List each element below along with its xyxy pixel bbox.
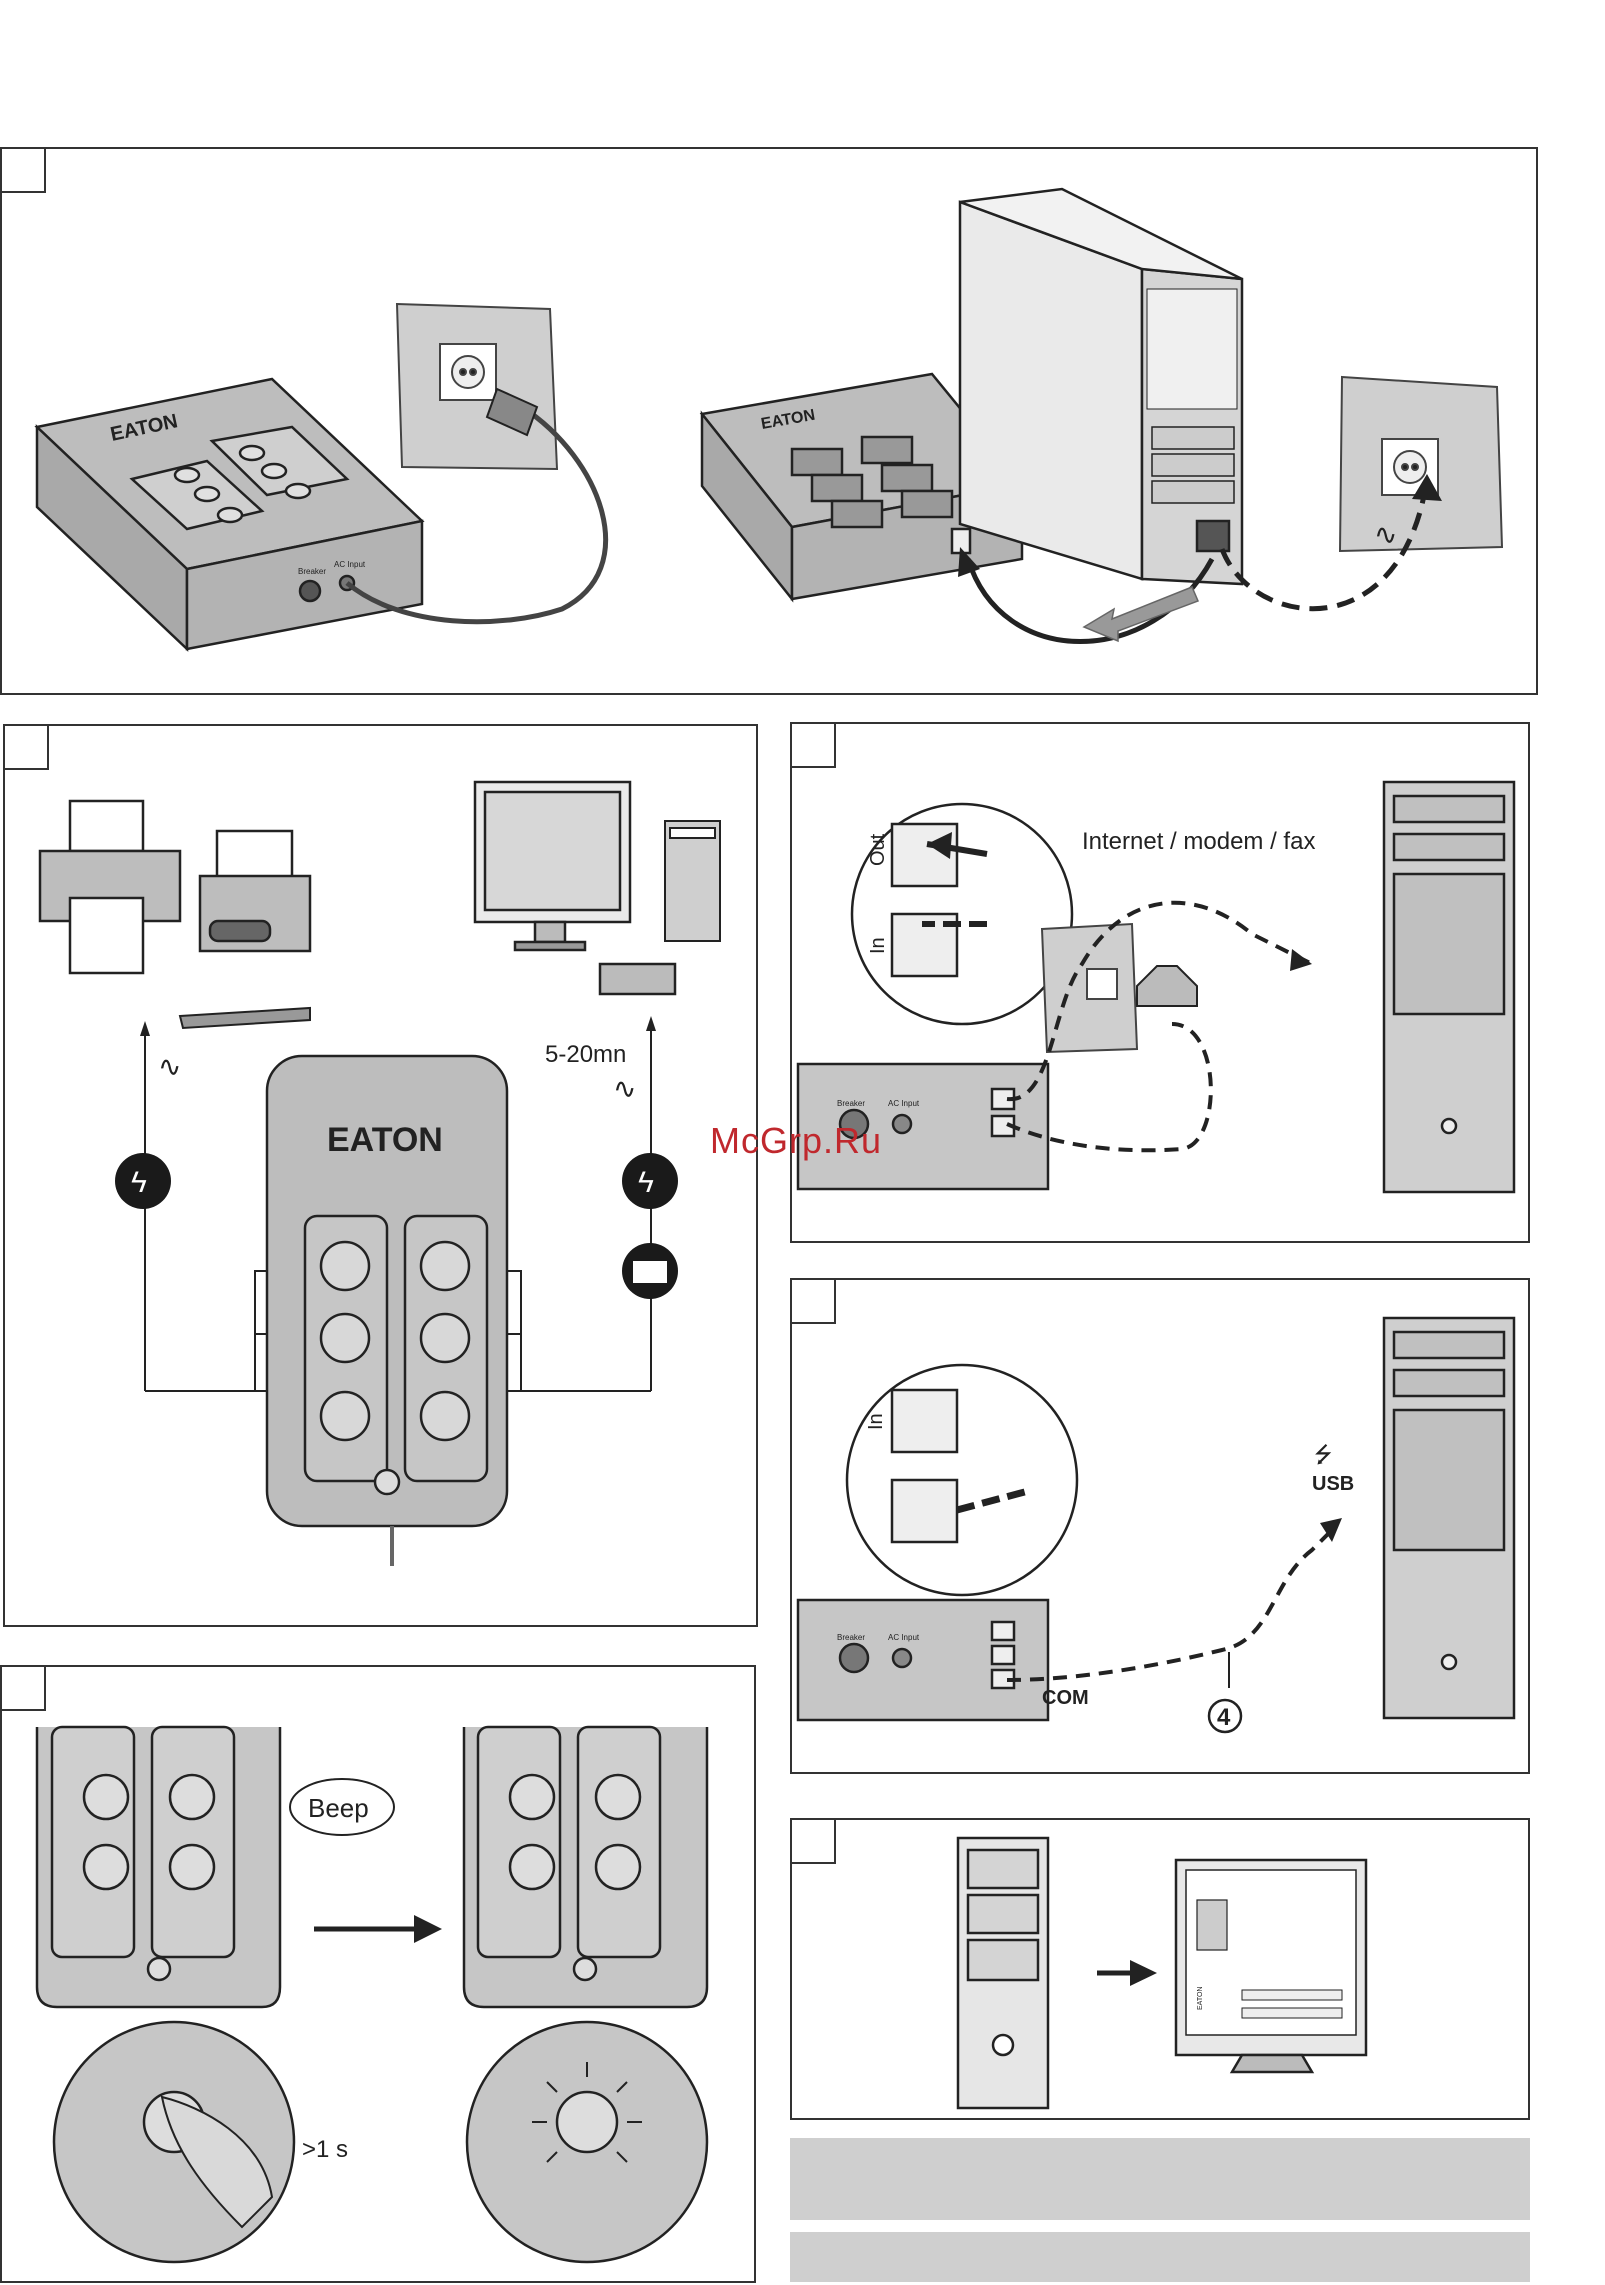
ups-front-after bbox=[464, 1727, 707, 2007]
ups-front-before bbox=[37, 1727, 280, 2007]
usb-label: USB bbox=[1312, 1473, 1354, 1495]
illustration-connect-equipment: ∿ 5-20mn ∿ ϟ ϟ EATON bbox=[5, 726, 760, 1629]
illustration-software: EATON bbox=[792, 1820, 1532, 2122]
monitor-with-software bbox=[1176, 1860, 1366, 2072]
gray-bar-top bbox=[790, 2138, 1530, 2220]
backup-time-label: 5-20mn bbox=[545, 1041, 626, 1068]
panel-connect-mains: EATON Breaker AC Input EATON bbox=[0, 147, 1538, 695]
panel-software: EATON bbox=[790, 1818, 1530, 2120]
surge-wave-label: ∿ bbox=[158, 1051, 181, 1082]
direction-arrow bbox=[1084, 587, 1198, 641]
ups-back-breaker-label: Breaker bbox=[837, 1099, 865, 1108]
printer bbox=[40, 801, 180, 973]
scanner bbox=[180, 1008, 310, 1028]
gray-bar-bottom bbox=[790, 2232, 1530, 2282]
panel-connect-network: Internet / modem / fax Out In Breaker AC… bbox=[790, 722, 1530, 1243]
beep-label: Beep bbox=[308, 1793, 369, 1823]
ups-unit-left bbox=[37, 379, 422, 649]
svg-text:ϟ: ϟ bbox=[638, 1166, 654, 1199]
arrow-to-monitor bbox=[1130, 1960, 1157, 1986]
press-time-label: >1 s bbox=[302, 2136, 348, 2163]
illustration-power-on: Beep >1 s bbox=[2, 1667, 758, 2285]
svg-text:ϟ: ϟ bbox=[131, 1166, 147, 1199]
pc-tower-small bbox=[665, 821, 720, 941]
ups-left-breaker-label: Breaker bbox=[298, 567, 326, 576]
watermark: McGrp.Ru bbox=[710, 1120, 882, 1162]
pc-tower bbox=[1384, 782, 1514, 1192]
ups-front-logo: EATON bbox=[327, 1121, 443, 1159]
pc-tower bbox=[958, 1838, 1048, 2108]
screen-brand: EATON bbox=[1197, 1987, 1204, 2010]
network-label: Internet / modem / fax bbox=[1082, 828, 1315, 855]
panel-power-on: Beep >1 s bbox=[0, 1665, 756, 2283]
backup-wave-label: ∿ bbox=[613, 1073, 636, 1104]
arrow-next bbox=[414, 1915, 442, 1943]
wall-phone-outlet bbox=[1042, 924, 1137, 1052]
callout-number: 4 bbox=[1217, 1704, 1231, 1731]
com-label: COM bbox=[1042, 1687, 1089, 1709]
illustration-connect-network: Internet / modem / fax Out In Breaker AC… bbox=[792, 724, 1532, 1245]
port-in-label: In bbox=[865, 1413, 887, 1430]
pc-tower bbox=[1384, 1318, 1514, 1718]
magnifier-circle bbox=[847, 1365, 1077, 1595]
arrowhead-tower bbox=[1290, 949, 1312, 971]
fax-machine bbox=[200, 831, 310, 951]
port-out-label: Out bbox=[867, 833, 889, 866]
ups-left-acinput-label: AC Input bbox=[334, 560, 366, 569]
panel-connect-usb: ⭍ USB In Breaker AC Input COM 4 bbox=[790, 1278, 1530, 1774]
usb-cable-dashed bbox=[1007, 1525, 1337, 1680]
monitor bbox=[475, 782, 630, 950]
ac-wave-right: ∿ bbox=[1374, 519, 1397, 550]
wall-outlet-right bbox=[1340, 377, 1502, 551]
ups-back bbox=[798, 1600, 1048, 1720]
panel-connect-equipment: ∿ 5-20mn ∿ ϟ ϟ EATON bbox=[3, 724, 758, 1627]
port-in-label: In bbox=[867, 937, 889, 954]
telephone-icon bbox=[1137, 966, 1197, 1006]
computer-tower bbox=[960, 189, 1242, 584]
ext-drive bbox=[600, 964, 675, 994]
ups-back-breaker-label: Breaker bbox=[837, 1633, 865, 1642]
ups-back-acinput-label: AC Input bbox=[888, 1099, 920, 1108]
usb-symbol: ⭍ bbox=[1314, 1442, 1332, 1467]
illustration-connect-usb: ⭍ USB In Breaker AC Input COM 4 bbox=[792, 1280, 1532, 1776]
illustration-connect-mains: EATON Breaker AC Input EATON bbox=[2, 149, 1540, 697]
ups-back-acinput-label: AC Input bbox=[888, 1633, 920, 1642]
wall-outlet-left bbox=[397, 304, 557, 469]
